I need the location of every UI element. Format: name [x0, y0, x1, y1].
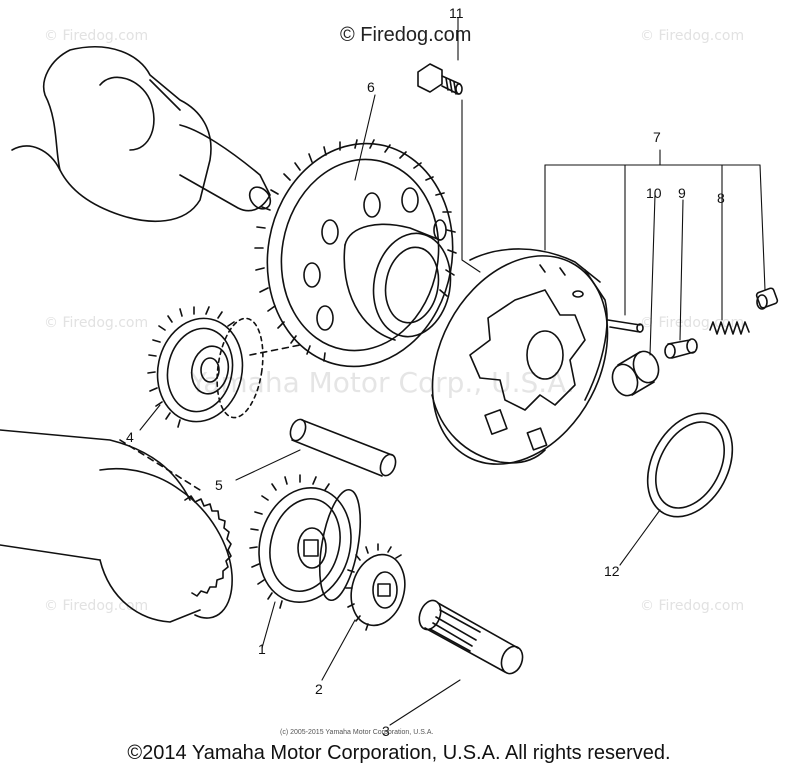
crankshaft-lower: [0, 429, 233, 623]
small-copyright: (c) 2005-2015 Yamaha Motor Corporation, …: [280, 729, 434, 736]
callout-2: 2: [315, 681, 323, 697]
callout-labels: 1 2 3 4 5 6 7 8 9 10 11 12: [126, 5, 725, 739]
callout-6: 6: [367, 79, 375, 95]
spring-8: [709, 321, 750, 335]
callout-5: 5: [215, 477, 223, 493]
idle-shaft-5: [289, 418, 397, 477]
drive-gear-1: [249, 474, 362, 609]
cap-8: [755, 287, 779, 310]
callout-3: 3: [382, 723, 390, 739]
small-gear-2: [345, 543, 406, 631]
firedog-watermark: © Firedog.com: [340, 24, 472, 46]
callout-9: 9: [678, 185, 686, 201]
washer-12: [646, 412, 734, 518]
crankshaft-upper: [11, 46, 272, 223]
splined-shaft-3: [418, 599, 524, 675]
leader-lines: [139, 17, 766, 726]
callout-10: 10: [646, 185, 662, 201]
pin-10: [607, 319, 644, 333]
callout-11: 11: [449, 5, 464, 21]
driven-gear-6: [254, 139, 457, 368]
bolt-11: [417, 63, 463, 95]
idle-gear-4: [147, 306, 301, 428]
clutch-housing: [431, 248, 609, 465]
footer-copyright: ©2014 Yamaha Motor Corporation, U.S.A. A…: [127, 742, 671, 764]
callout-12: 12: [604, 563, 620, 579]
callout-4: 4: [126, 429, 134, 445]
roller-10: [611, 350, 660, 397]
callout-1: 1: [258, 641, 266, 657]
plunger-9: [664, 338, 698, 359]
callout-8: 8: [717, 190, 725, 206]
callout-7: 7: [653, 129, 661, 145]
